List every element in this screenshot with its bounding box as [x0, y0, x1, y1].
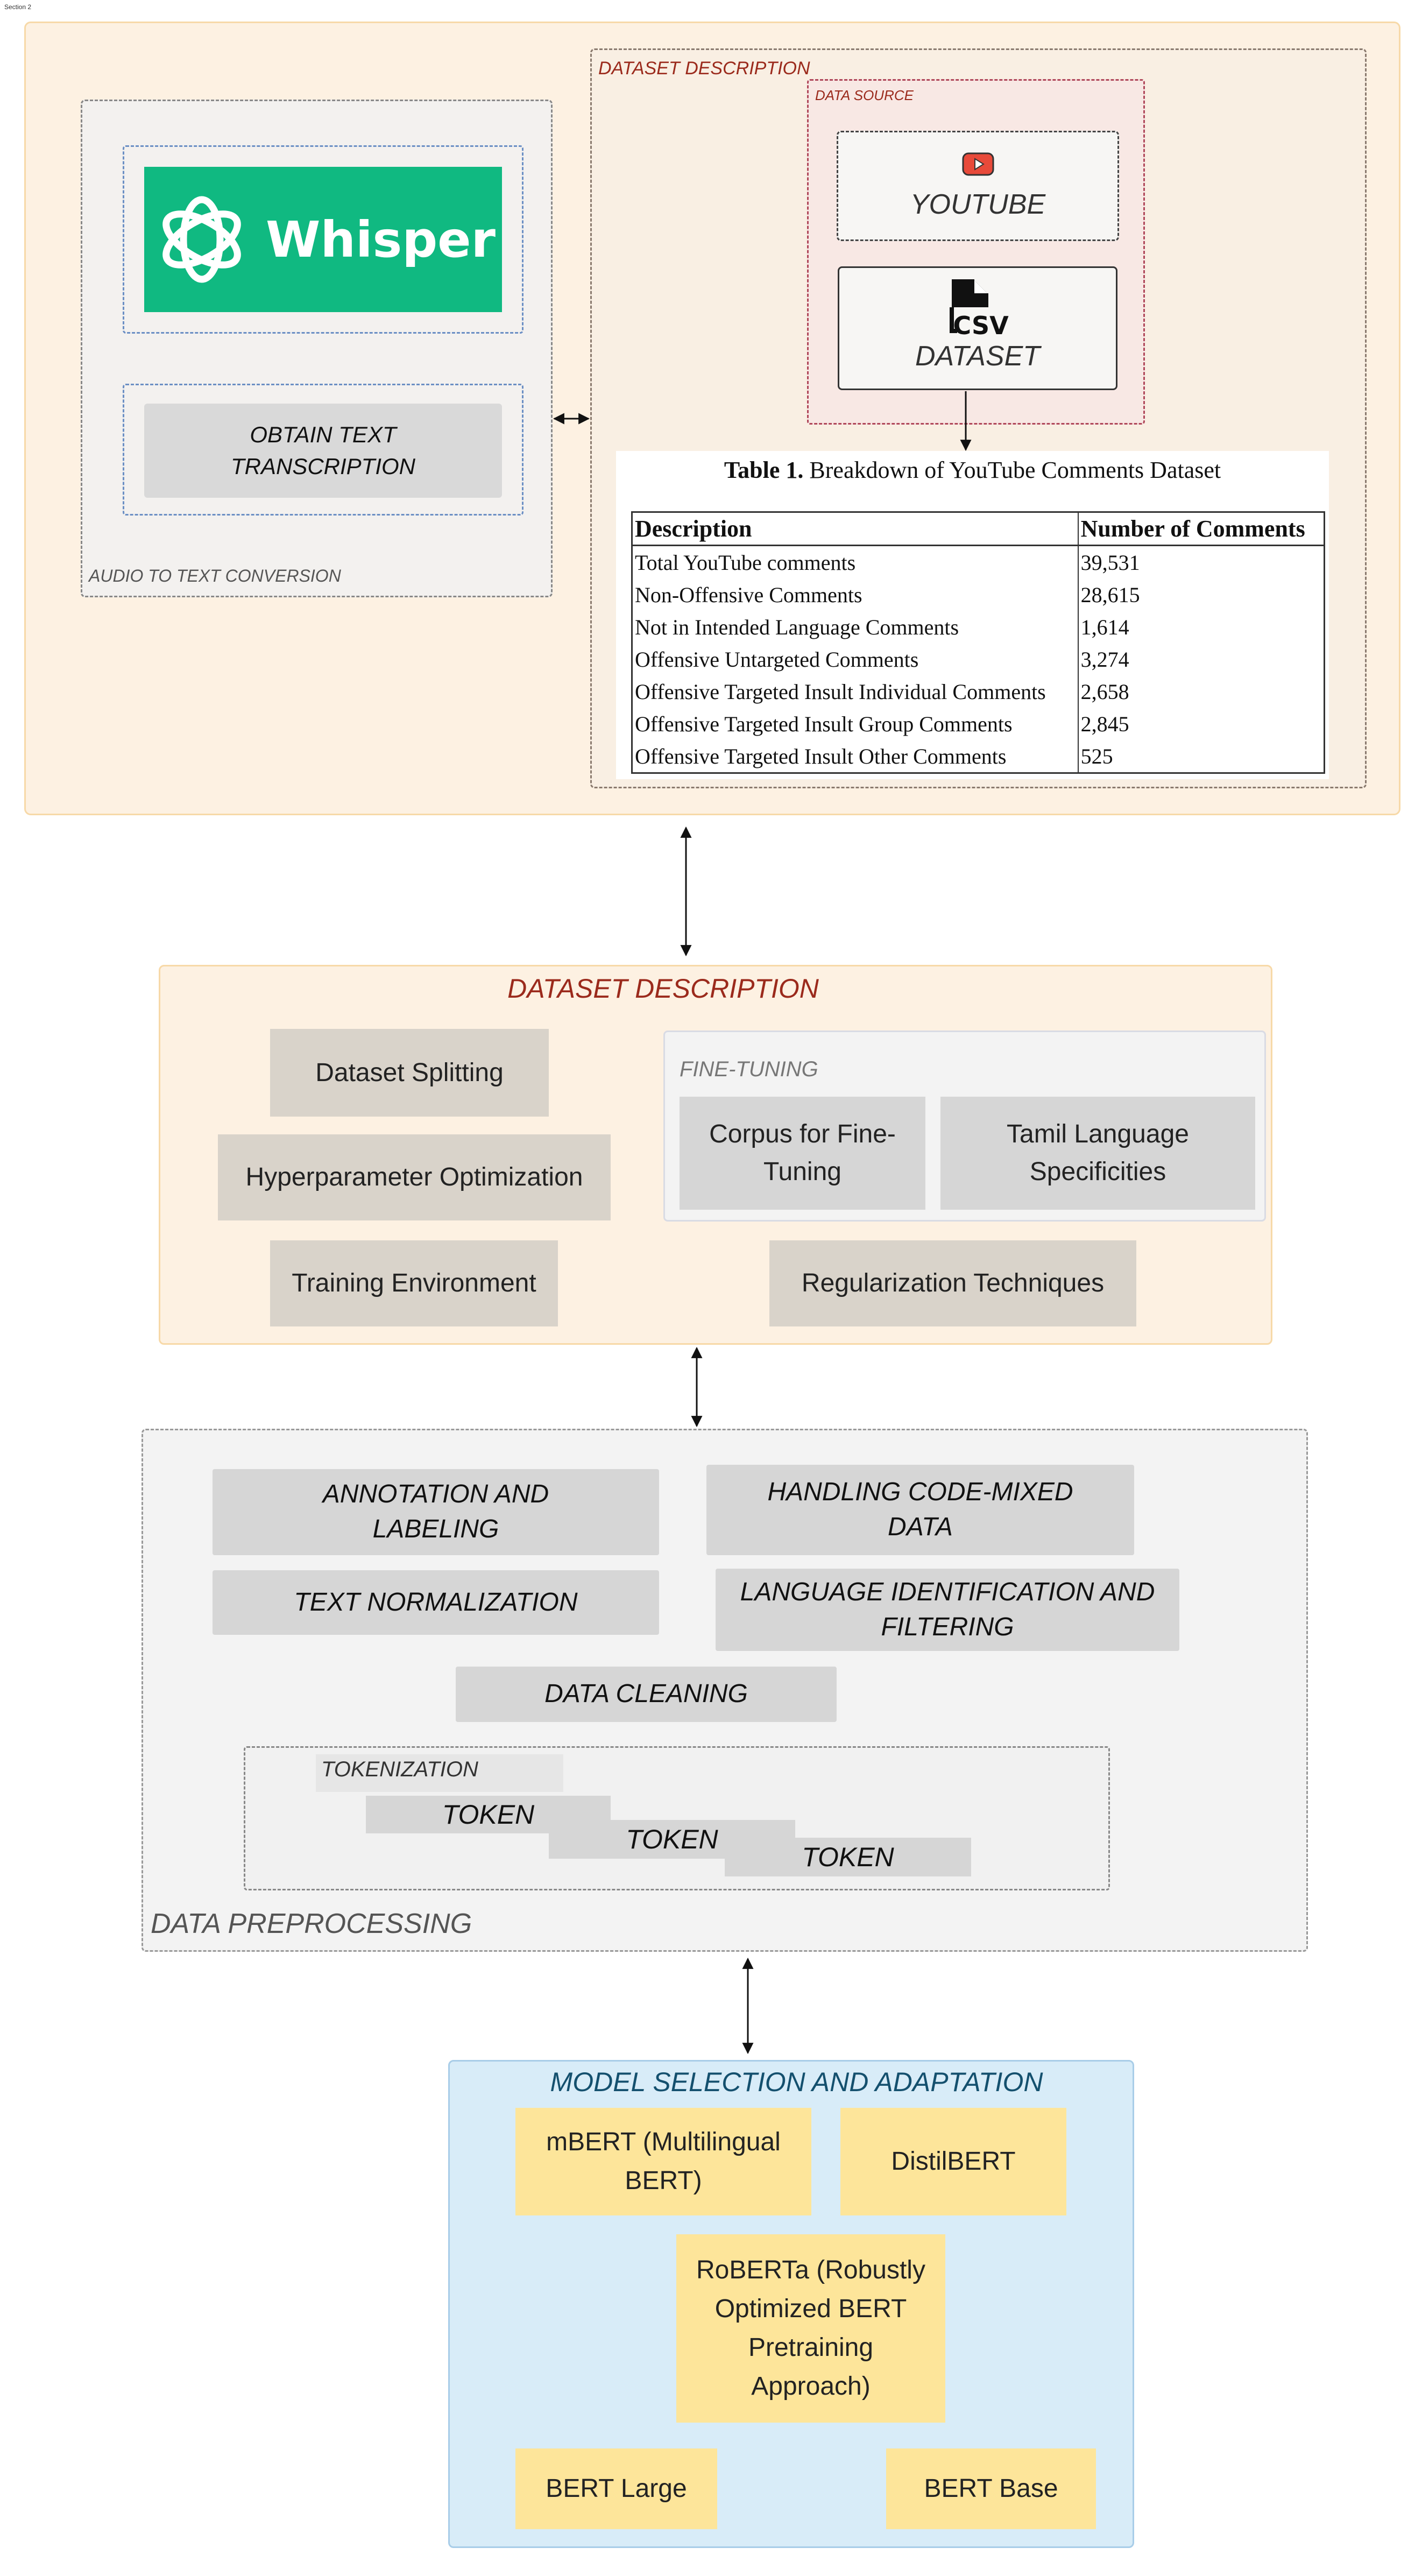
audio-to-text-label: AUDIO TO TEXT CONVERSION — [89, 566, 341, 585]
dataset-label: DATASET — [915, 341, 1041, 372]
table-cell: Not in Intended Language Comments — [631, 611, 1079, 643]
table-cell: 3,274 — [1078, 643, 1325, 675]
corpus-fine-tuning-box: Corpus for Fine-Tuning — [680, 1097, 925, 1210]
data-source-title: DATA SOURCE — [815, 87, 914, 103]
roberta-box: RoBERTa (Robustly Optimized BERT Pretrai… — [676, 2234, 945, 2423]
tamil-language-box: Tamil Language Specificities — [940, 1097, 1255, 1210]
csv-icon-text: CSV — [953, 311, 1009, 339]
table-row: Offensive Targeted Insult Group Comments… — [631, 708, 1325, 740]
youtube-icon — [962, 152, 994, 176]
mbert-box: mBERT (Multilingual BERT) — [515, 2108, 811, 2215]
whisper-logo: Whisper — [144, 167, 502, 312]
bert-base-box: BERT Base — [886, 2448, 1096, 2529]
distilbert-box: DistilBERT — [840, 2108, 1066, 2215]
language-identification-box: LANGUAGE IDENTIFICATION AND FILTERING — [716, 1569, 1179, 1651]
youtube-box — [837, 131, 1119, 241]
table-cell: Offensive Targeted Insult Individual Com… — [631, 675, 1079, 708]
dataset-description-title: DATASET DESCRIPTION — [598, 58, 810, 79]
table-cell: Offensive Targeted Insult Group Comments — [631, 708, 1079, 740]
table-cell: Offensive Untargeted Comments — [631, 643, 1079, 675]
table-row: Offensive Targeted Insult Individual Com… — [631, 675, 1325, 708]
table-cell: 39,531 — [1078, 545, 1325, 578]
section-note: Section 2 — [4, 3, 32, 11]
tokenization-title-bg — [316, 1754, 563, 1792]
fine-tuning-title: FINE-TUNING — [680, 1057, 818, 1081]
table-cell: 1,614 — [1078, 611, 1325, 643]
table-cell: 2,845 — [1078, 708, 1325, 740]
dataset-splitting-box: Dataset Splitting — [270, 1029, 549, 1117]
youtube-label: YOUTUBE — [910, 189, 1046, 220]
comments-breakdown-table: Description Number of Comments Total You… — [631, 511, 1325, 774]
annotation-labeling-box: ANNOTATION AND LABELING — [213, 1469, 659, 1555]
training-environment-box: Training Environment — [270, 1240, 558, 1326]
table-caption-text: Breakdown of YouTube Comments Dataset — [809, 457, 1221, 483]
training-panel-title: DATASET DESCRIPTION — [507, 973, 819, 1004]
model-selection-title: MODEL SELECTION AND ADAPTATION — [550, 2067, 1043, 2097]
bert-large-box: BERT Large — [515, 2448, 717, 2529]
whisper-wordmark: Whisper — [266, 210, 496, 269]
obtain-transcription-frame — [123, 384, 523, 516]
table-cell: 2,658 — [1078, 675, 1325, 708]
hyperparameter-optimization-box: Hyperparameter Optimization — [218, 1134, 611, 1220]
table-cell: Total YouTube comments — [631, 545, 1079, 578]
code-mixed-box: HANDLING CODE-MIXED DATA — [706, 1465, 1134, 1555]
data-cleaning-box: DATA CLEANING — [456, 1667, 837, 1722]
obtain-text-transcription-box: OBTAIN TEXT TRANSCRIPTION — [144, 404, 502, 498]
data-preprocessing-label: DATA PREPROCESSING — [151, 1908, 472, 1939]
tokenization-title: TOKENIZATION — [321, 1758, 478, 1781]
whisper-frame — [123, 145, 523, 334]
table-cell: Offensive Targeted Insult Other Comments — [631, 740, 1079, 774]
table-cell: 28,615 — [1078, 578, 1325, 611]
table-cell: 525 — [1078, 740, 1325, 774]
table-header-description: Description — [631, 511, 1079, 546]
token-box-3: TOKEN — [725, 1838, 971, 1876]
table-cell: Non-Offensive Comments — [631, 578, 1079, 611]
table-caption: Table 1. Breakdown of YouTube Comments D… — [616, 456, 1329, 484]
csv-file-icon: CSV — [950, 279, 1009, 339]
table-header-count: Number of Comments — [1078, 511, 1325, 546]
openai-knot-icon — [162, 196, 241, 283]
table-header-row: Description Number of Comments — [631, 511, 1325, 546]
table-caption-prefix: Table 1. — [724, 457, 804, 483]
regularization-techniques-box: Regularization Techniques — [769, 1240, 1136, 1326]
table-row: Offensive Targeted Insult Other Comments… — [631, 740, 1325, 774]
text-normalization-box: TEXT NORMALIZATION — [213, 1570, 659, 1635]
